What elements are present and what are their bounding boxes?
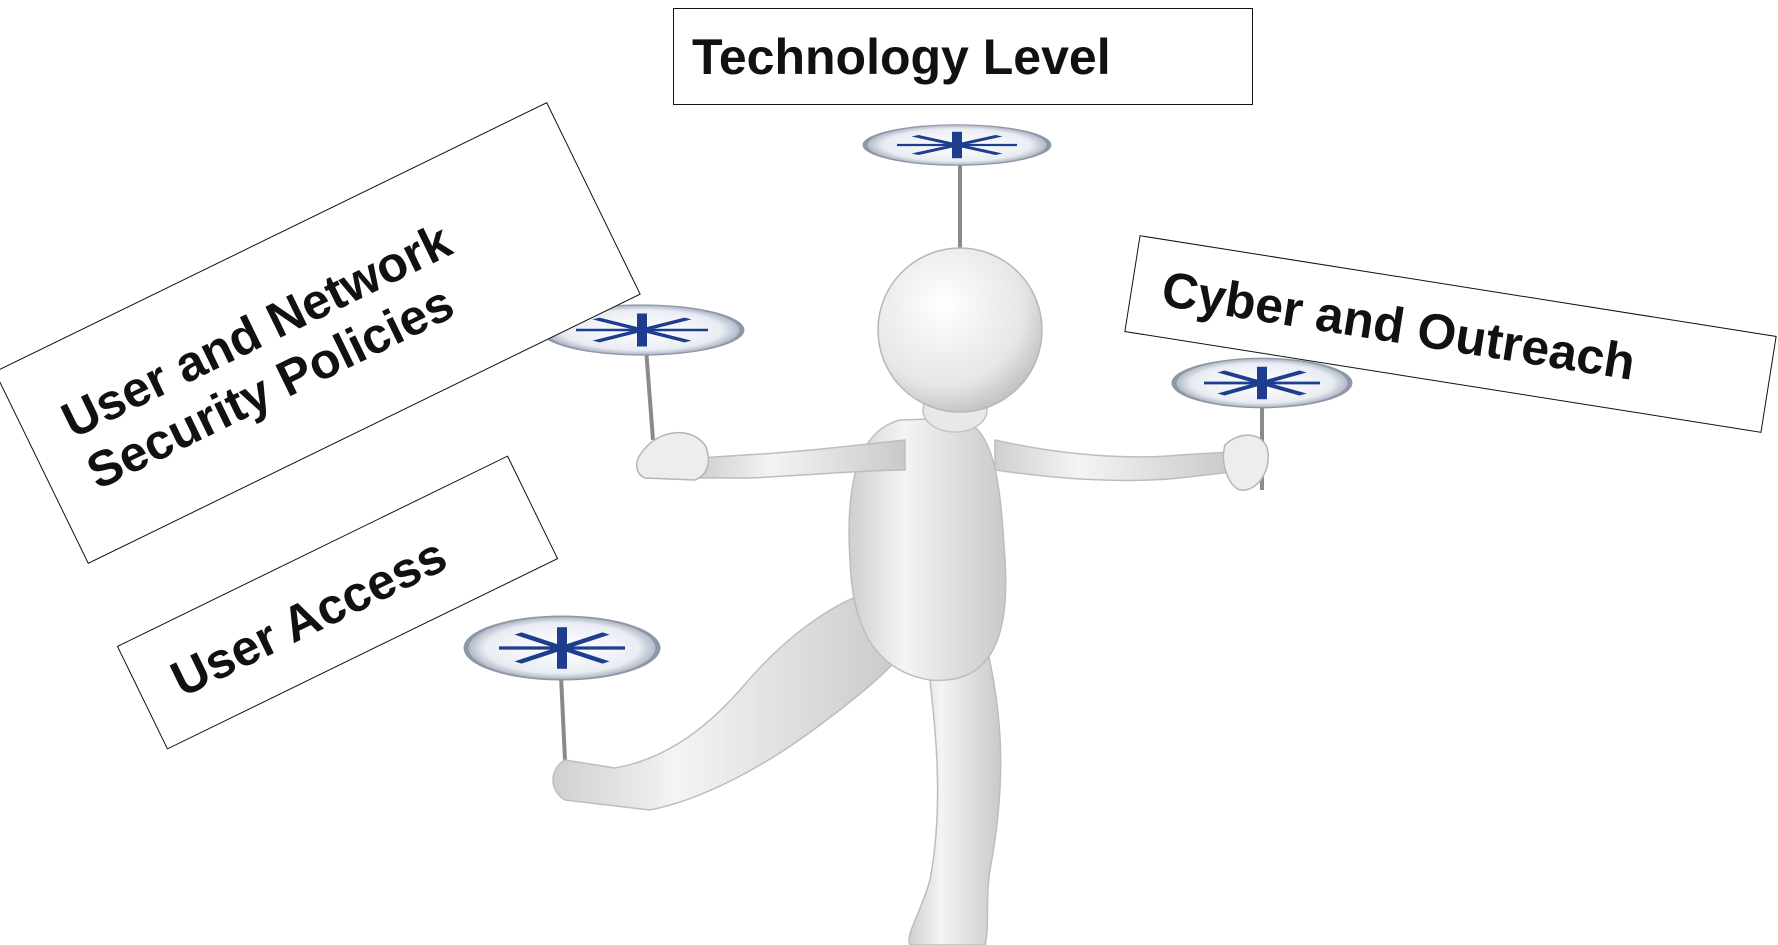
figure-hands — [635, 431, 1269, 491]
spinning-plate-icon — [862, 124, 1052, 166]
technology-level-label: Technology Level — [692, 28, 1111, 85]
spinning-plate-icon — [463, 615, 661, 681]
spinning-plate-icon — [1171, 357, 1353, 409]
technology-level-box: Technology Level — [673, 8, 1253, 105]
figure-legs — [552, 589, 1002, 945]
figure-head — [877, 247, 1043, 413]
figure-torso — [848, 417, 1007, 682]
